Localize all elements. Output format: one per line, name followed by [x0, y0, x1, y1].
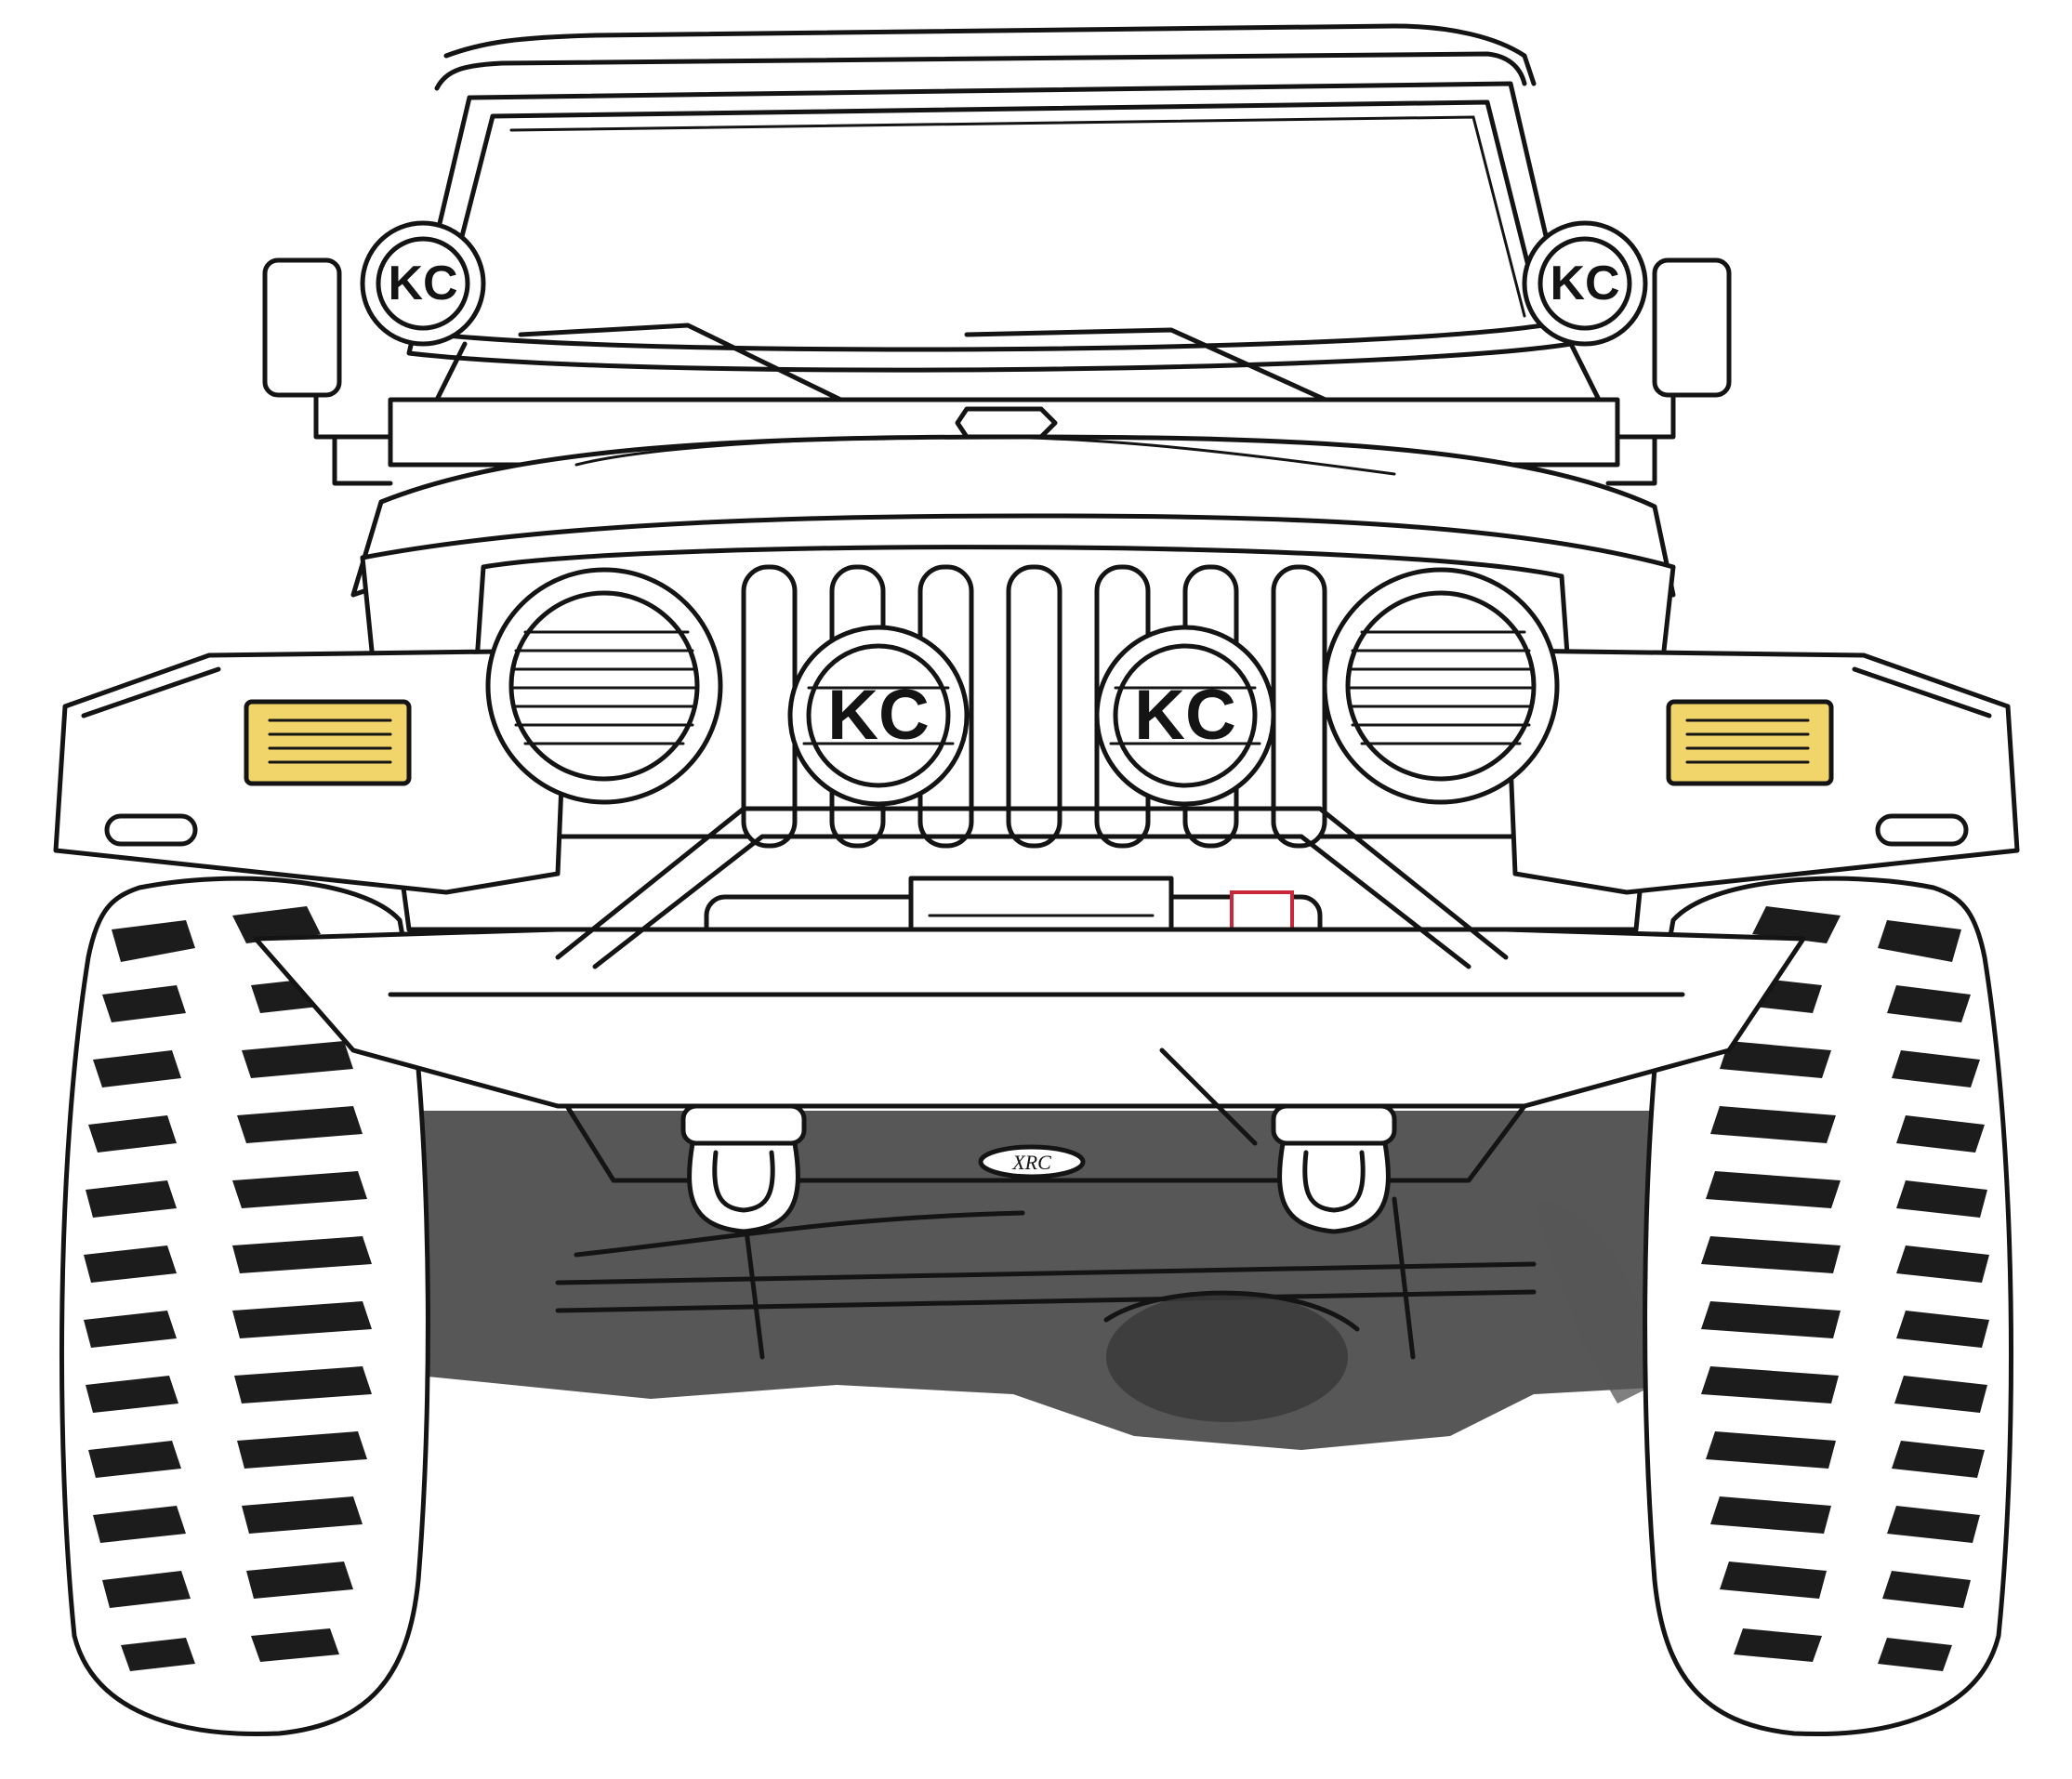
- right-tire: [1643, 876, 2014, 1737]
- windshield-frame: [406, 23, 1602, 402]
- kc-logo-text: KC: [1134, 676, 1236, 755]
- left-headlight: [485, 567, 723, 805]
- front-bumper: XRC: [253, 806, 1806, 1183]
- kc-logo-text: KC: [827, 676, 930, 755]
- left-shackle: [680, 1103, 807, 1234]
- left-turn-signal: [244, 699, 412, 786]
- bumper-badge-text: XRC: [1011, 1151, 1051, 1174]
- kc-logo-text: KC: [388, 257, 457, 310]
- kc-light-center-right: KC: [1094, 625, 1276, 807]
- right-turn-signal: [1666, 699, 1834, 786]
- kc-logo-text: KC: [1550, 257, 1619, 310]
- kc-light-center-left: KC: [787, 625, 970, 807]
- right-headlight: [1322, 567, 1560, 805]
- left-tire: [59, 876, 430, 1737]
- kc-light-top-right: KC: [1522, 220, 1648, 347]
- kc-light-top-left: KC: [360, 220, 486, 347]
- right-shackle: [1159, 1048, 1397, 1234]
